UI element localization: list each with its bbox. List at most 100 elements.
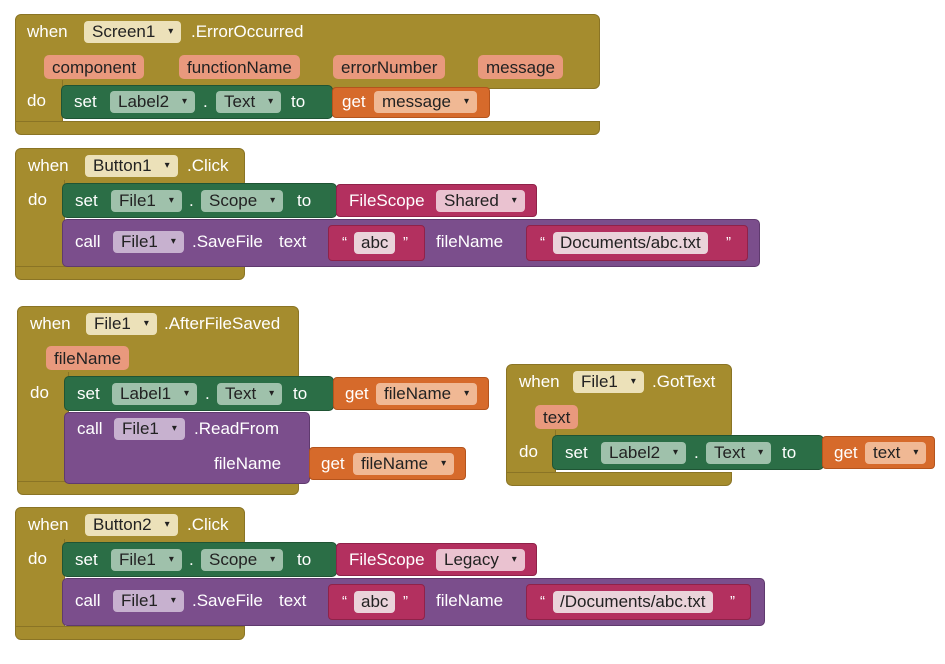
param-filename[interactable]: fileName [46, 346, 130, 370]
to-keyword: to [291, 92, 306, 111]
when-keyword: when [28, 515, 69, 534]
chevron-down-icon: ▾ [511, 195, 517, 206]
set-property-dropdown[interactable]: Text▾ [706, 442, 772, 464]
event-block-spine [15, 80, 63, 125]
chevron-down-icon: ▾ [184, 388, 190, 399]
event-block-footer [15, 121, 600, 135]
param-message[interactable]: message [478, 55, 563, 79]
call-keyword: call [75, 591, 101, 610]
set-block[interactable] [61, 85, 333, 119]
set-block[interactable] [62, 183, 337, 218]
chevron-down-icon: ▾ [168, 195, 174, 206]
call-component-dropdown[interactable]: File1▾ [113, 231, 184, 253]
set-keyword: set [75, 191, 98, 210]
event-name: .GotText [652, 372, 716, 391]
set-component-dropdown[interactable]: Label1▾ [112, 383, 198, 405]
to-keyword: to [293, 384, 308, 403]
get-variable-dropdown[interactable]: text▾ [865, 442, 927, 464]
dot-separator: . [189, 550, 194, 569]
quote-open: “ [540, 234, 545, 251]
call-keyword: call [77, 419, 103, 438]
chevron-down-icon: ▾ [441, 458, 447, 469]
component-dropdown-button1[interactable]: Button1▾ [85, 155, 178, 177]
get-keyword: get [342, 92, 366, 111]
text-string-value[interactable]: abc [354, 591, 396, 613]
get-keyword: get [321, 454, 345, 473]
set-component-dropdown[interactable]: Label2▾ [601, 442, 687, 464]
set-keyword: set [74, 92, 97, 111]
set-block[interactable] [62, 542, 337, 577]
set-block[interactable] [552, 435, 824, 470]
component-dropdown-screen1[interactable]: Screen1▾ [84, 21, 182, 43]
set-component-dropdown[interactable]: File1▾ [111, 190, 182, 212]
event-name: .AfterFileSaved [164, 314, 281, 333]
method-name: .ReadFrom [194, 419, 280, 438]
chevron-down-icon: ▾ [758, 447, 764, 458]
text-block[interactable] [328, 225, 425, 261]
get-variable-dropdown[interactable]: message▾ [374, 91, 477, 113]
event-block-footer [15, 266, 245, 280]
param-component[interactable]: component [44, 55, 145, 79]
set-block[interactable] [64, 376, 334, 411]
chevron-down-icon: ▾ [270, 195, 276, 206]
call-component-dropdown[interactable]: File1▾ [113, 590, 184, 612]
quote-close: ” [726, 234, 731, 251]
get-keyword: get [834, 443, 858, 462]
text-string-value[interactable]: abc [354, 232, 396, 254]
quote-open: “ [540, 593, 545, 610]
filescope-label: FileScope [349, 191, 425, 210]
method-name: .SaveFile [192, 591, 263, 610]
event-block-spine [506, 430, 556, 480]
dot-separator: . [203, 92, 208, 111]
quote-open: “ [342, 234, 347, 251]
arg-label-filename: fileName [214, 454, 282, 473]
set-component-dropdown[interactable]: File1▾ [111, 549, 182, 571]
component-dropdown-file1[interactable]: File1▾ [86, 313, 157, 335]
quote-close: ” [730, 593, 735, 610]
do-keyword: do [28, 549, 47, 568]
get-variable-dropdown[interactable]: fileName▾ [376, 383, 478, 405]
call-block[interactable] [64, 412, 310, 484]
set-property-dropdown[interactable]: Text▾ [217, 383, 283, 405]
component-dropdown-file1[interactable]: File1▾ [573, 371, 644, 393]
to-keyword: to [297, 550, 312, 569]
when-keyword: when [28, 156, 69, 175]
chevron-down-icon: ▾ [464, 388, 470, 399]
set-keyword: set [75, 550, 98, 569]
chevron-down-icon: ▾ [170, 595, 176, 606]
chevron-down-icon: ▾ [913, 447, 919, 458]
when-keyword: when [27, 22, 68, 41]
set-property-dropdown[interactable]: Scope▾ [201, 190, 284, 212]
event-name: .ErrorOccurred [191, 22, 304, 41]
component-dropdown-button2[interactable]: Button2▾ [85, 514, 178, 536]
chevron-down-icon: ▾ [168, 26, 174, 37]
filename-string-value[interactable]: /Documents/abc.txt [553, 591, 713, 613]
set-keyword: set [565, 443, 588, 462]
chevron-down-icon: ▾ [673, 447, 679, 458]
call-component-dropdown[interactable]: File1▾ [114, 418, 185, 440]
filename-string-value[interactable]: Documents/abc.txt [553, 232, 708, 254]
do-keyword: do [28, 190, 47, 209]
get-keyword: get [345, 384, 369, 403]
filescope-dropdown[interactable]: Legacy▾ [436, 549, 525, 571]
filescope-label: FileScope [349, 550, 425, 569]
arg-label-text: text [279, 591, 307, 610]
param-errornumber[interactable]: errorNumber [333, 55, 446, 79]
chevron-down-icon: ▾ [463, 96, 469, 107]
do-keyword: do [30, 383, 49, 402]
filescope-dropdown[interactable]: Shared▾ [436, 190, 525, 212]
param-text[interactable]: text [535, 405, 579, 429]
arg-label-filename: fileName [436, 232, 504, 251]
set-component-dropdown[interactable]: Label2▾ [110, 91, 196, 113]
event-block-footer [506, 472, 732, 486]
param-functionname[interactable]: functionName [179, 55, 300, 79]
event-block-spine [17, 372, 69, 487]
get-variable-dropdown[interactable]: fileName▾ [353, 453, 455, 475]
chevron-down-icon: ▾ [268, 96, 274, 107]
set-property-dropdown[interactable]: Scope▾ [201, 549, 284, 571]
set-property-dropdown[interactable]: Text▾ [216, 91, 282, 113]
set-keyword: set [77, 384, 100, 403]
do-keyword: do [27, 91, 46, 110]
to-keyword: to [297, 191, 312, 210]
arg-label-filename: fileName [436, 591, 504, 610]
